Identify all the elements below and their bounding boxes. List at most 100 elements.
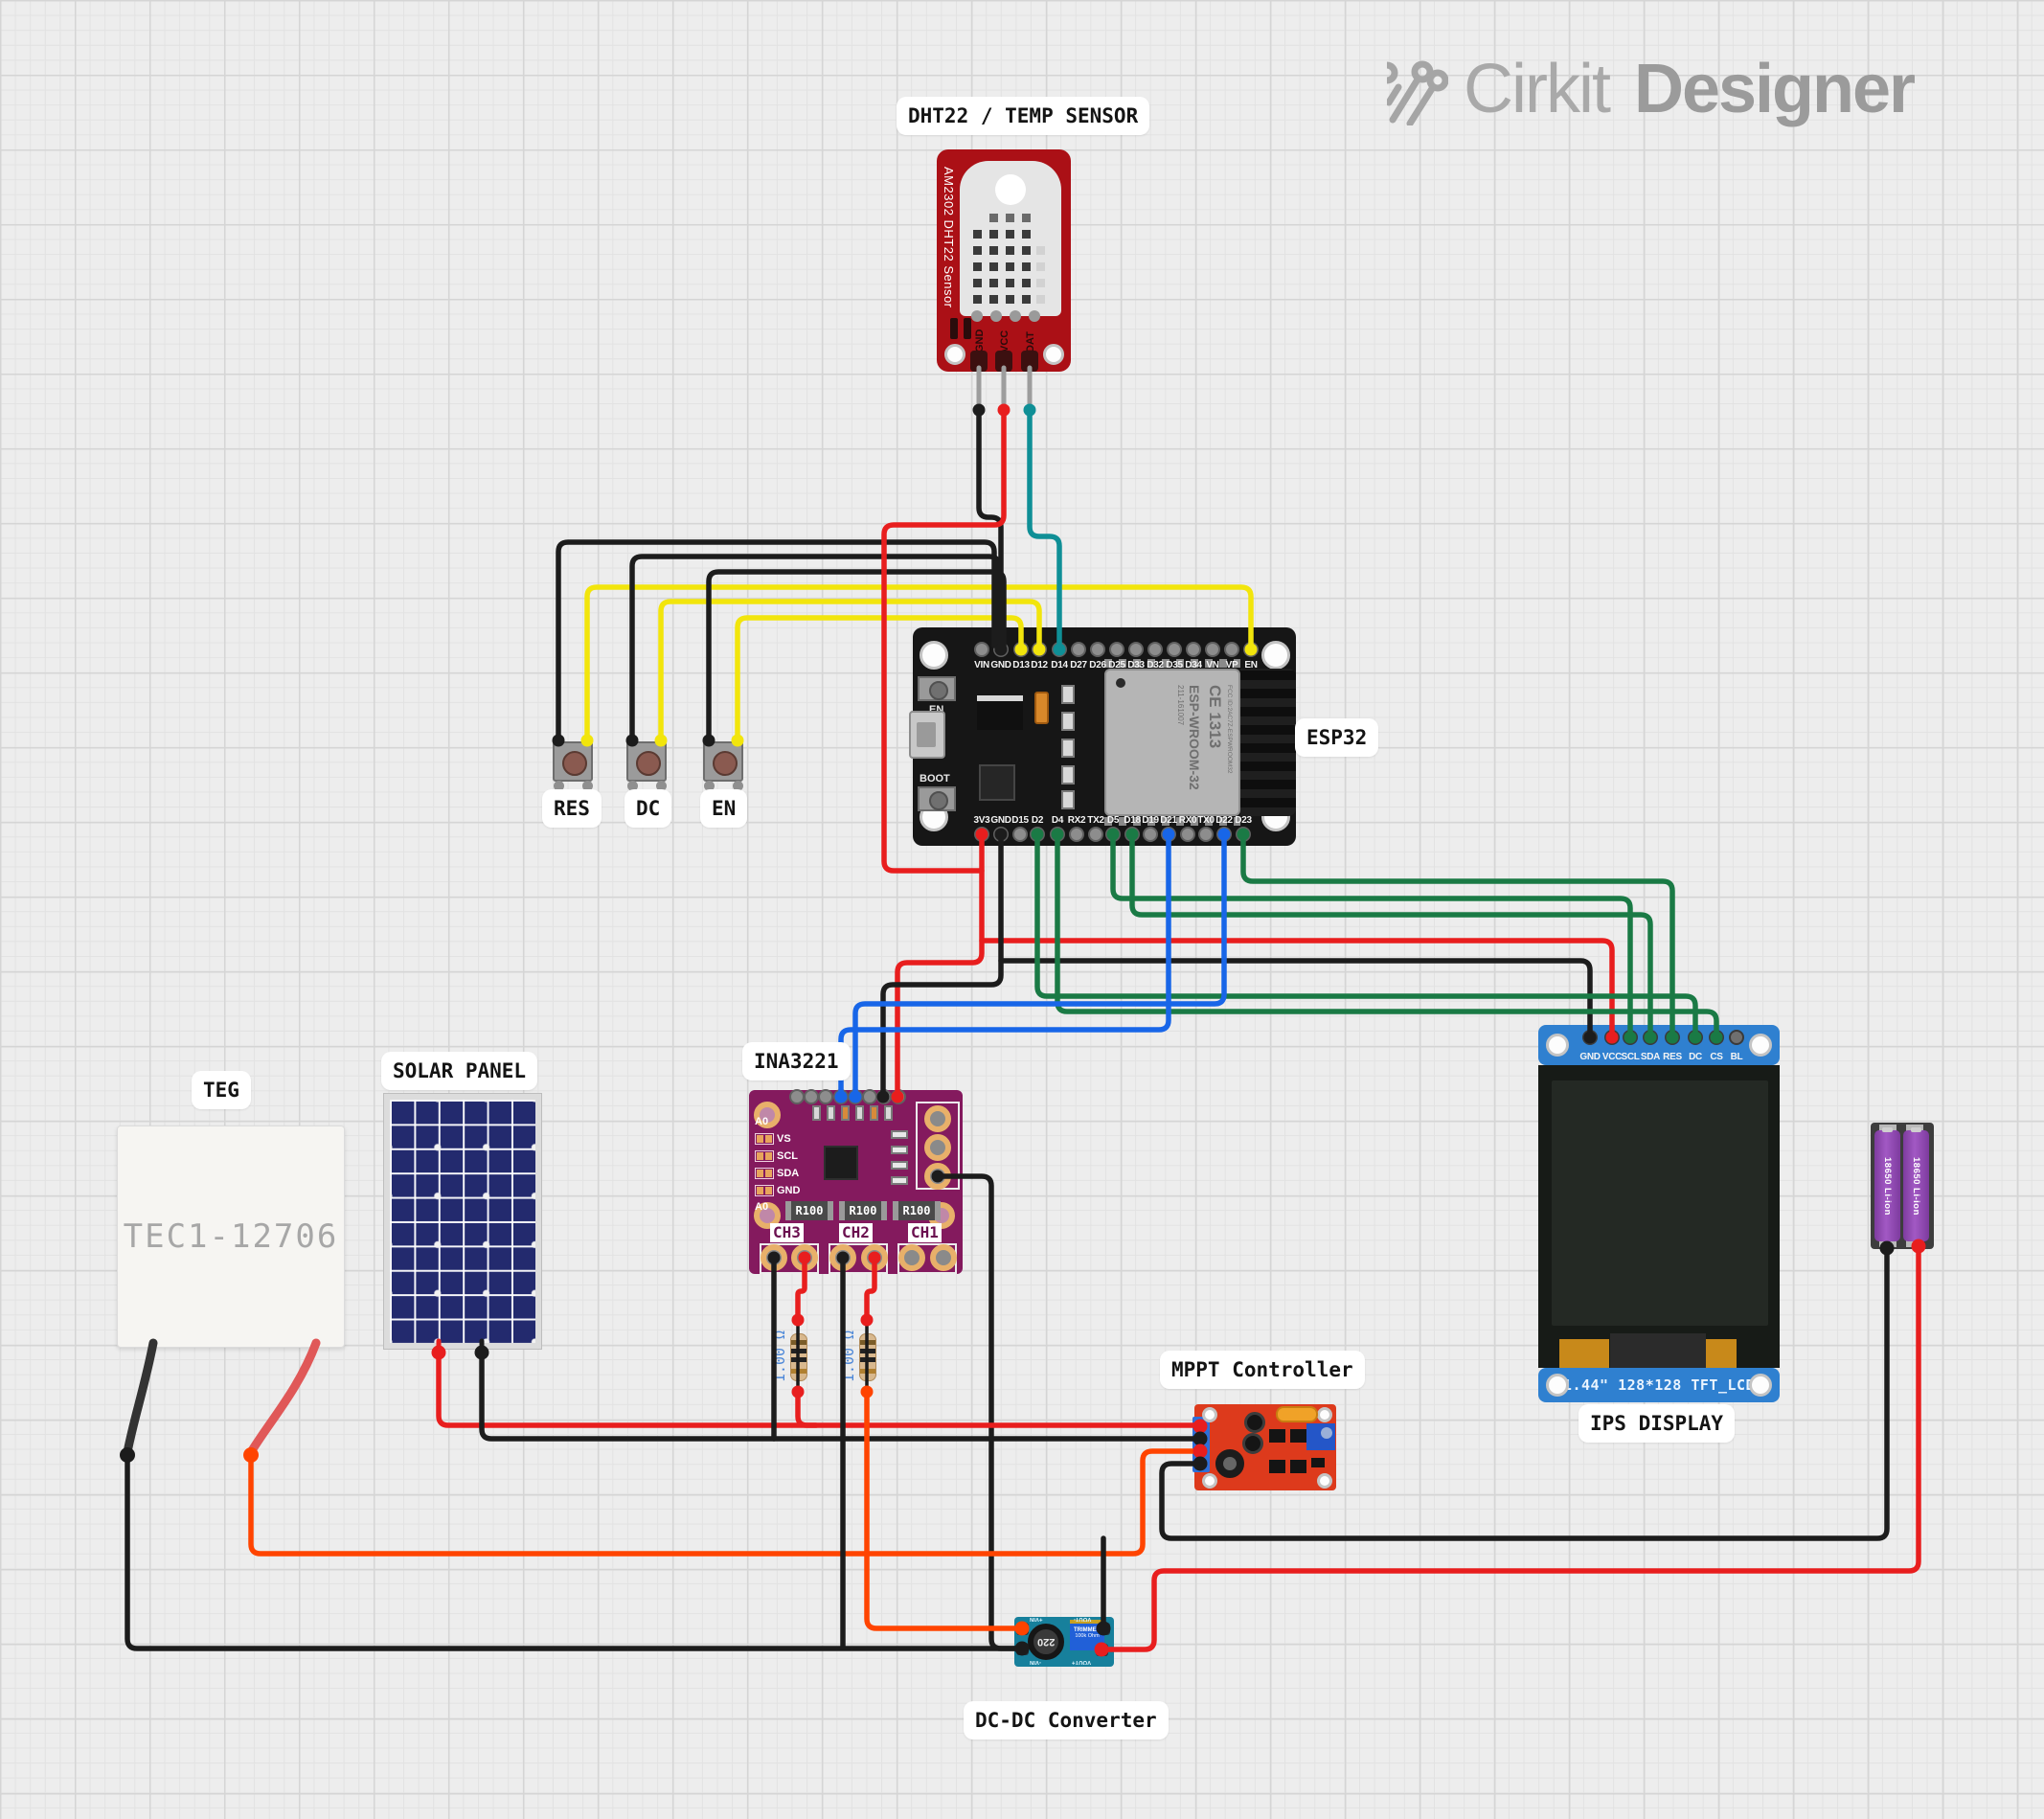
ina3221-top-pin[interactable] xyxy=(804,1089,819,1104)
dcdc-pin-vin-minus[interactable] xyxy=(1016,1643,1029,1655)
esp32-top-pin-EN[interactable] xyxy=(1243,642,1259,657)
esp32-bottom-pin-3V3[interactable] xyxy=(974,827,989,842)
pushbutton-res[interactable] xyxy=(553,741,593,782)
ina3221-ch3-pos-pad[interactable] xyxy=(791,1244,818,1271)
ina3221-top-pin[interactable] xyxy=(818,1089,833,1104)
esp32-top-pin-VIN[interactable] xyxy=(974,642,989,657)
wire-d21-ina-sda[interactable] xyxy=(838,831,1171,1100)
esp32-bottom-pin-D2[interactable] xyxy=(1030,827,1045,842)
esp32-top-pin-D25[interactable] xyxy=(1109,642,1124,657)
wire-teg-lead-neg[interactable] xyxy=(123,1338,158,1457)
display-pin-VCC[interactable] xyxy=(1604,1030,1620,1045)
pushbutton-dc-pin[interactable] xyxy=(627,781,638,791)
label-en[interactable]: EN xyxy=(700,789,748,828)
ina3221-right-pad[interactable] xyxy=(924,1134,951,1161)
esp32-boot-button[interactable] xyxy=(918,786,956,811)
label-dc[interactable]: DC xyxy=(625,789,672,828)
wire-d2-dc[interactable] xyxy=(1034,831,1698,1040)
pushbutton-top-pin[interactable] xyxy=(626,735,638,746)
esp32-top-pin-D12[interactable] xyxy=(1032,642,1047,657)
label-ina3221[interactable]: INA3221 xyxy=(742,1042,851,1080)
pushbutton-res-pin[interactable] xyxy=(554,781,564,791)
display-pin-GND[interactable] xyxy=(1582,1030,1598,1045)
esp32-top-pin-VP[interactable] xyxy=(1224,642,1239,657)
battery-holder[interactable]: 18650 Li-ion 18650 Li-ion xyxy=(1871,1123,1934,1249)
ina3221-right-pad[interactable] xyxy=(924,1163,951,1190)
esp32-top-pin-GND[interactable] xyxy=(993,642,1009,657)
display-pin-SDA[interactable] xyxy=(1643,1030,1658,1045)
esp32-bottom-pin-RX0[interactable] xyxy=(1180,827,1195,842)
pushbutton-en[interactable] xyxy=(703,741,743,782)
esp32-bottom-pin-GND[interactable] xyxy=(993,827,1009,842)
esp32-bottom-pin-D21[interactable] xyxy=(1161,827,1176,842)
label-res[interactable]: RES xyxy=(542,789,602,828)
battery-cell-2[interactable]: 18650 Li-ion xyxy=(1903,1127,1929,1241)
wire-esp-gnd-display[interactable] xyxy=(998,958,1593,1040)
wire-teg-lead-pos[interactable] xyxy=(246,1338,321,1457)
esp32-bottom-pin-TX0[interactable] xyxy=(1198,827,1214,842)
wire-r1-to-solarline[interactable] xyxy=(795,1389,819,1428)
label-ips-display[interactable]: IPS DISPLAY xyxy=(1578,1404,1736,1443)
esp32-top-pin-VN[interactable] xyxy=(1205,642,1220,657)
ina3221-top-pin[interactable] xyxy=(789,1089,805,1104)
mppt-terminal-block[interactable] xyxy=(1192,1417,1210,1472)
label-dht22[interactable]: DHT22 / TEMP SENSOR xyxy=(897,97,1150,135)
ina3221-top-pin[interactable] xyxy=(848,1089,863,1104)
wire-esp-3v3-ina[interactable] xyxy=(895,831,985,1100)
wire-teg-neg-dcdc[interactable] xyxy=(125,1452,1023,1651)
label-dcdc[interactable]: DC-DC Converter xyxy=(964,1701,1169,1739)
shunt-resistor-2[interactable] xyxy=(859,1333,876,1381)
dht22-pin-gnd[interactable] xyxy=(970,351,988,372)
wire-dht-gnd[interactable] xyxy=(976,407,1004,652)
display-pin-CS[interactable] xyxy=(1709,1030,1724,1045)
ina3221-ch3-neg-pad[interactable] xyxy=(761,1244,787,1271)
mppt-controller-board[interactable] xyxy=(1192,1404,1336,1490)
dcdc-pin-vin-plus[interactable] xyxy=(1016,1623,1029,1635)
battery-cell-1[interactable]: 18650 Li-ion xyxy=(1874,1127,1900,1241)
wire-teg-pos-mppt[interactable] xyxy=(248,1448,1205,1557)
display-pin-DC[interactable] xyxy=(1688,1030,1703,1045)
esp32-bottom-pin-D19[interactable] xyxy=(1143,827,1158,842)
label-solar-panel[interactable]: SOLAR PANEL xyxy=(381,1052,538,1090)
dht22-pin-dat[interactable] xyxy=(1021,351,1038,372)
esp32-bottom-pin-RX2[interactable] xyxy=(1069,827,1084,842)
shunt-resistor-1[interactable] xyxy=(790,1333,807,1381)
pushbutton-res-pin[interactable] xyxy=(582,781,593,791)
wire-dht-dat-d14[interactable] xyxy=(1027,407,1062,652)
label-esp32[interactable]: ESP32 xyxy=(1295,718,1379,757)
display-pin-BL[interactable] xyxy=(1729,1030,1744,1045)
ina3221-ch1-neg-pad[interactable] xyxy=(898,1244,925,1271)
label-teg[interactable]: TEG xyxy=(192,1071,251,1109)
ina3221-ch2-neg-pad[interactable] xyxy=(829,1244,856,1271)
esp32-bottom-pin-D22[interactable] xyxy=(1216,827,1232,842)
pushbutton-en-pin[interactable] xyxy=(704,781,715,791)
esp32-bottom-pin-TX2[interactable] xyxy=(1088,827,1103,842)
pushbutton-top-pin[interactable] xyxy=(581,735,593,746)
ina3221-right-pad[interactable] xyxy=(924,1105,951,1132)
wire-solar-pos-mppt[interactable] xyxy=(436,1350,1205,1428)
wire-d5-scl[interactable] xyxy=(1110,831,1633,1040)
pushbutton-dc-pin[interactable] xyxy=(656,781,667,791)
ina3221-top-pin[interactable] xyxy=(862,1089,877,1104)
label-mppt[interactable]: MPPT Controller xyxy=(1160,1351,1365,1389)
esp32-bottom-pin-D18[interactable] xyxy=(1124,827,1140,842)
esp32-en-button[interactable] xyxy=(918,676,956,701)
esp32-top-pin-D26[interactable] xyxy=(1090,642,1105,657)
ina3221-top-pin[interactable] xyxy=(833,1089,849,1104)
esp32-top-pin-D13[interactable] xyxy=(1013,642,1029,657)
display-caption-board[interactable]: 1.44" 128*128 TFT_LCD xyxy=(1538,1368,1780,1402)
esp32-bottom-pin-D4[interactable] xyxy=(1050,827,1065,842)
pushbutton-top-pin[interactable] xyxy=(732,735,743,746)
esp32-top-pin-D14[interactable] xyxy=(1052,642,1067,657)
ina3221-top-pin[interactable] xyxy=(891,1089,906,1104)
esp32-bottom-pin-D5[interactable] xyxy=(1105,827,1121,842)
pushbutton-top-pin[interactable] xyxy=(553,735,564,746)
wire-esp-gnd-ina[interactable] xyxy=(880,831,1004,1100)
esp32-top-pin-D33[interactable] xyxy=(1128,642,1144,657)
wire-d18-sda[interactable] xyxy=(1129,831,1653,1040)
pushbutton-dc[interactable] xyxy=(626,741,667,782)
pushbutton-en-pin[interactable] xyxy=(733,781,743,791)
display-pin-RES[interactable] xyxy=(1665,1030,1680,1045)
esp32-top-pin-D35[interactable] xyxy=(1167,642,1182,657)
